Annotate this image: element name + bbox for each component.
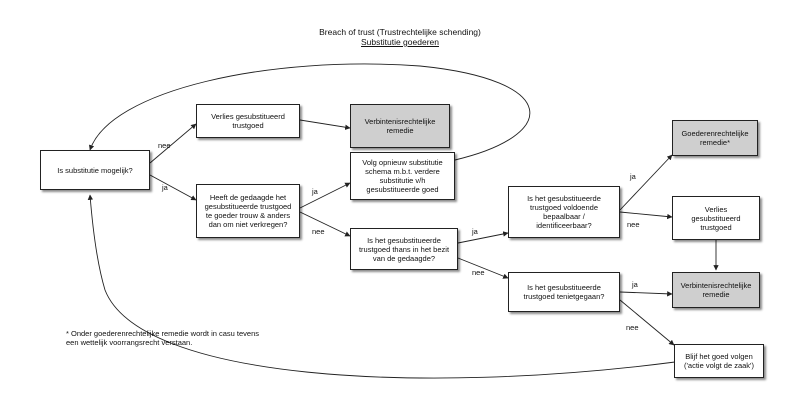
node-goederenrechtelijke-remedie: Goederenrechtelijke remedie* bbox=[672, 120, 758, 156]
node-blijf-goed-volgen: Blijf het goed volgen ('actie volgt de z… bbox=[674, 344, 764, 378]
edge-label-ja-3: ja bbox=[472, 227, 478, 236]
edge-label-nee-3: nee bbox=[472, 268, 485, 277]
arrow-to-verbintenis-2 bbox=[619, 291, 673, 297]
edge-label-ja-2: ja bbox=[312, 187, 318, 196]
arrow-to-in-bezit bbox=[299, 211, 351, 237]
edge-label-nee-4: nee bbox=[627, 220, 640, 229]
arrow-to-volg bbox=[299, 182, 351, 209]
diagram-subtitle: Substitutie goederen bbox=[361, 37, 439, 47]
node-verbintenisrechtelijke-remedie-2: Verbintenisrechtelijke remedie bbox=[672, 272, 760, 308]
node-heeft-gedaagde: Heeft de gedaagde het gesubstitueerde tr… bbox=[196, 184, 300, 238]
arrow-to-tenietgegaan bbox=[457, 257, 509, 279]
edge-label-nee-2: nee bbox=[312, 227, 325, 236]
node-verlies-gesubstitueerd-2: Verlies gesubstitueerd trustgoed bbox=[672, 196, 760, 240]
arrow-to-blijf bbox=[619, 299, 675, 346]
edge-label-nee-5: nee bbox=[626, 323, 639, 332]
arrow-to-goederen bbox=[619, 154, 673, 211]
node-tenietgegaan: Is het gesubstitueerde trustgoed tenietg… bbox=[508, 272, 620, 312]
arrow-to-heeft bbox=[149, 174, 197, 201]
footnote: * Onder goederenrechtelijke remedie word… bbox=[66, 329, 260, 347]
node-in-bezit-gedaagde: Is het gesubstitueerde trustgoed thans i… bbox=[350, 228, 458, 270]
node-voldoende-bepaalbaar: Is het gesubstitueerde trustgoed voldoen… bbox=[508, 186, 620, 238]
loop-top-arrow bbox=[88, 63, 531, 161]
loop-bottom-arrow bbox=[87, 194, 676, 379]
node-substitutie-mogelijk: Is substitutie mogelijk? bbox=[40, 150, 150, 190]
node-verlies-gesubstitueerd-1: Verlies gesubstitueerd trustgoed bbox=[196, 104, 300, 138]
edge-label-ja-4: ja bbox=[630, 172, 636, 181]
arrow-to-verbintenis-1 bbox=[299, 119, 351, 130]
diagram-title: Breach of trust (Trustrechtelijke schend… bbox=[319, 27, 481, 37]
edge-label-ja-1: ja bbox=[162, 183, 168, 192]
arrow-to-verlies-1 bbox=[149, 123, 197, 164]
node-verbintenisrechtelijke-remedie-1: Verbintenisrechtelijke remedie bbox=[350, 104, 450, 148]
edge-label-ja-5: ja bbox=[632, 280, 638, 289]
arrow-to-voldoende bbox=[457, 231, 509, 244]
node-volg-opnieuw: Volg opnieuw substitutie schema m.b.t. v… bbox=[350, 152, 455, 200]
edge-label-nee-1: nee bbox=[158, 141, 171, 150]
arrow-to-verlies-2 bbox=[619, 211, 673, 220]
